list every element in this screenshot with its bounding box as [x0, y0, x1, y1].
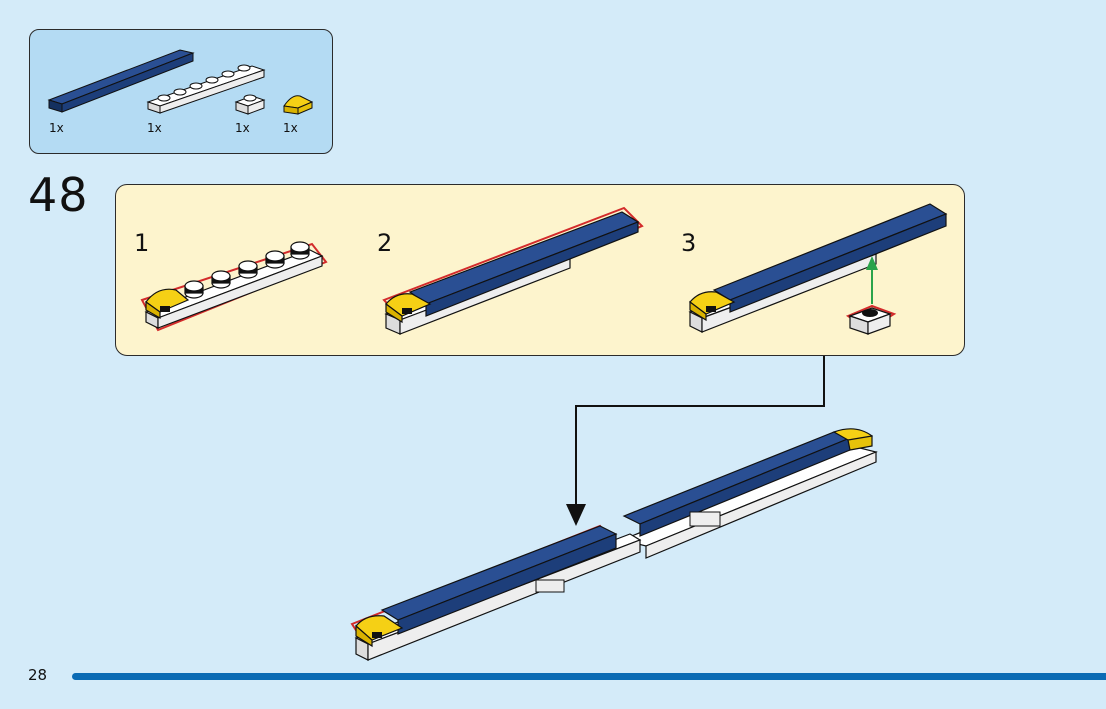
main-model-right-unit [620, 428, 878, 559]
quantity-label: 1x [283, 121, 298, 135]
parts-list-box: 1x 1x 1x 1x [29, 29, 333, 154]
substep-3-model [688, 203, 948, 335]
quantity-label: 1x [49, 121, 64, 135]
substep-label-2: 2 [377, 229, 393, 257]
parts-illustration [47, 49, 314, 115]
yellow-curved-slope-icon [283, 95, 314, 115]
quantity-label: 1x [147, 121, 162, 135]
dark-blue-plate-icon [47, 49, 195, 113]
main-model-left-unit [350, 524, 642, 661]
white-plate-1x1-icon [234, 94, 266, 115]
substep-label-1: 1 [134, 229, 150, 257]
white-plate-1x1-part [845, 304, 897, 335]
substep-label-3: 3 [681, 229, 697, 257]
substep-2-model [382, 206, 644, 335]
substep-1-model [140, 241, 328, 332]
page-bar [72, 673, 1106, 680]
page-number: 28 [28, 666, 48, 684]
placement-arrow [566, 356, 825, 526]
quantity-label: 1x [235, 121, 250, 135]
white-plate-1x6-icon [146, 64, 266, 114]
step-number: 48 [28, 168, 89, 222]
up-arrow-icon [866, 256, 878, 304]
